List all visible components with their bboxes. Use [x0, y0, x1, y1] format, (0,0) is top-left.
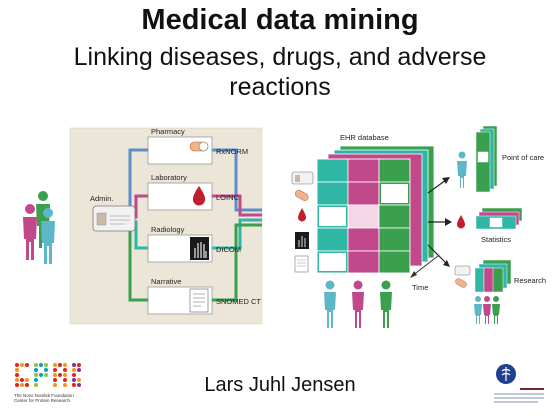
research-patient-blue — [474, 296, 482, 324]
research-label: Research — [514, 276, 546, 285]
research-patient-magenta — [483, 296, 491, 324]
statistics-blood-drop-icon — [457, 215, 465, 229]
xray-hand-icon — [190, 237, 209, 260]
xray-small-icon — [295, 232, 309, 249]
point-of-care-record — [475, 125, 498, 193]
statistics-table — [475, 207, 523, 230]
ehr-database-label: EHR database — [340, 133, 389, 142]
point-of-care-label: Point of care — [502, 153, 544, 162]
rxnorm-label: RxNORM — [216, 147, 248, 156]
ehr-highlight-cells — [319, 184, 408, 271]
output-arrow-heads — [442, 177, 452, 267]
patient-figure-blue-small — [324, 280, 336, 328]
slide-title: Medical data mining — [141, 4, 419, 36]
pill-icon — [189, 141, 209, 152]
ehr-database-cube — [316, 145, 435, 274]
university-seal-logo — [494, 364, 544, 403]
patient-figure-magenta — [23, 204, 37, 260]
staff-icon — [501, 367, 511, 381]
snomed-label: SNOMED CT — [216, 297, 261, 306]
patient-figure-teal — [41, 208, 55, 264]
card-small-icon — [291, 171, 314, 185]
patient-figure-magenta-small — [352, 280, 364, 328]
patient-figure-green-small — [380, 280, 392, 328]
output-arrows — [427, 179, 447, 264]
cpr-logo-dots — [15, 363, 81, 387]
point-of-care-patient — [457, 151, 467, 188]
pharmacy-label: Pharmacy — [151, 127, 185, 136]
time-arrow — [411, 255, 439, 277]
document-small-icon — [294, 255, 309, 273]
cpr-logo-caption: The Novo Nordisk Foundation Center for P… — [14, 393, 74, 403]
document-icon — [189, 288, 209, 313]
research-card-icon — [454, 265, 471, 276]
research-patient-green — [492, 296, 500, 324]
research-patients — [474, 296, 500, 324]
statistics-label: Statistics — [481, 235, 511, 244]
seal-text-lines — [494, 393, 544, 403]
admin-label: Admin. — [90, 194, 113, 203]
laboratory-label: Laboratory — [151, 173, 187, 182]
radiology-label: Radiology — [151, 225, 185, 234]
time-arrow-head — [410, 271, 417, 278]
time-label: Time — [412, 283, 428, 292]
research-pill-icon — [455, 278, 467, 288]
ehr-diagram: Pharmacy Laboratory Radiology Narrative … — [23, 125, 546, 328]
seal-bar — [520, 388, 544, 390]
loinc-label: LOINC — [216, 193, 240, 202]
research-cube — [474, 259, 512, 293]
slide-subtitle: Linking diseases, drugs, and adverse rea… — [73, 43, 487, 101]
author-name: Lars Juhl Jensen — [204, 374, 356, 396]
cpr-logo — [15, 363, 81, 387]
database-patients — [324, 280, 392, 328]
narrative-label: Narrative — [151, 277, 181, 286]
blood-drop-icon — [192, 186, 206, 206]
blood-drop-small-icon — [298, 208, 306, 222]
patients-group — [23, 191, 55, 264]
dicom-label: DICOM — [216, 245, 241, 254]
admin-card — [92, 205, 136, 232]
pill-small-icon — [294, 189, 309, 201]
data-pipes — [95, 148, 262, 302]
